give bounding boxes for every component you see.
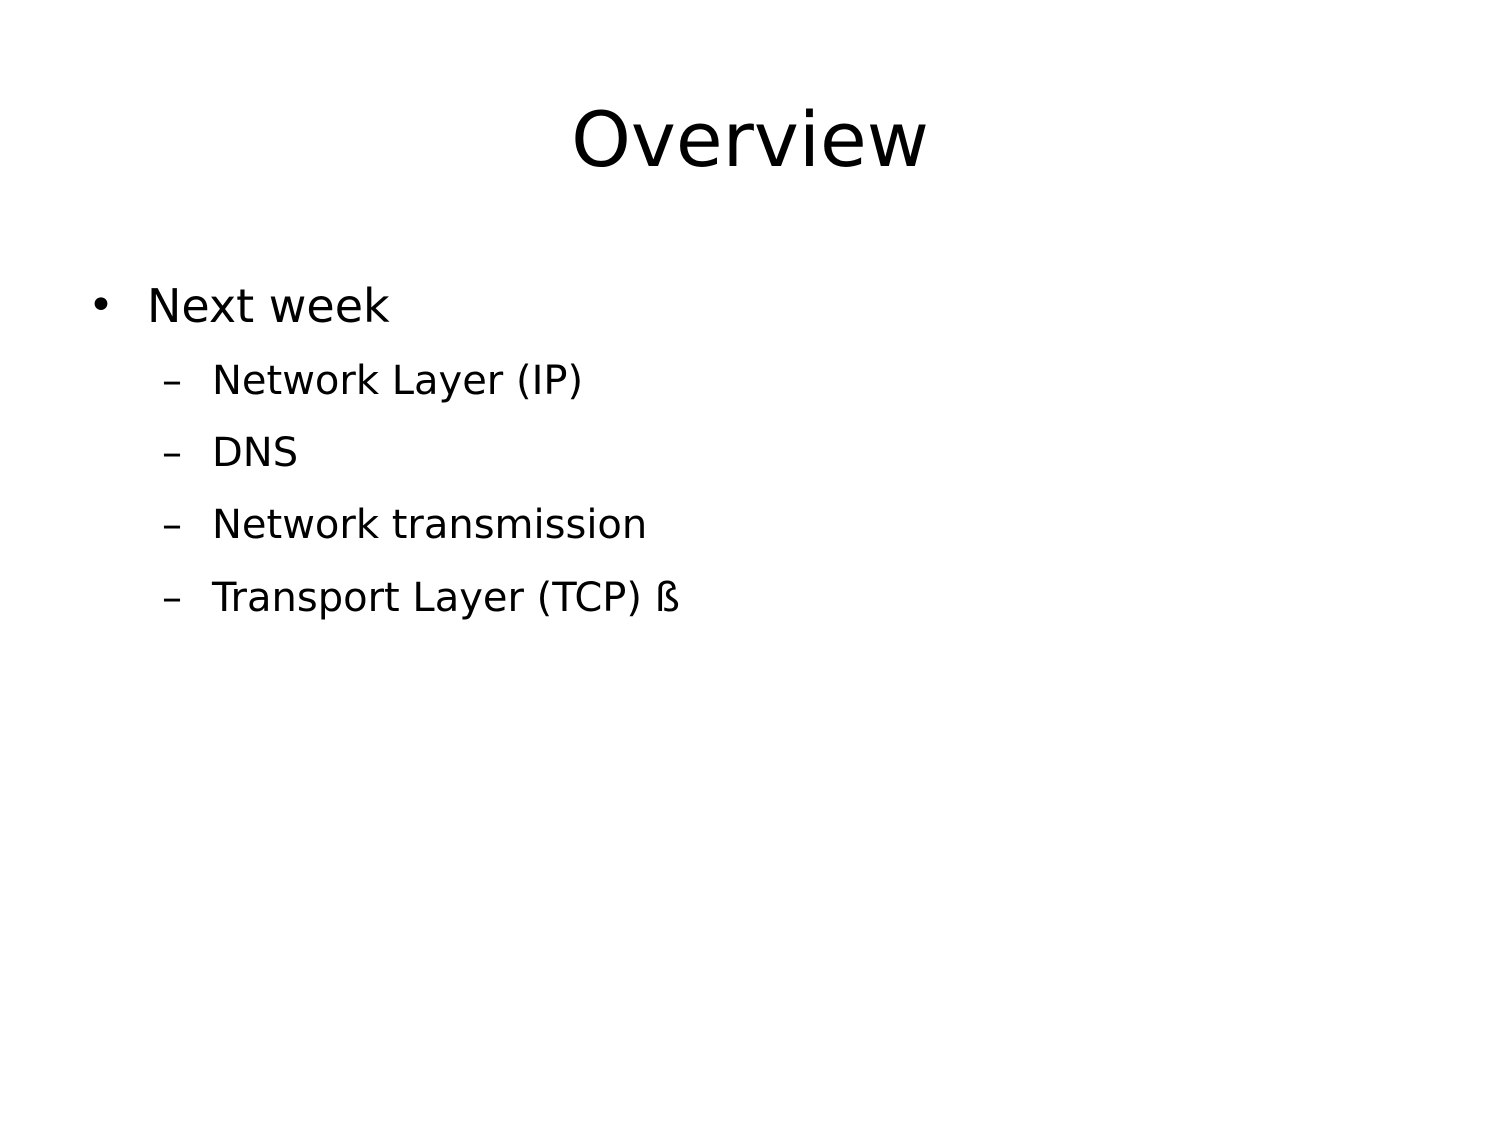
bullet-item-next-week: • Next week [0, 272, 1500, 342]
sub-bullet-marker: – [162, 358, 182, 404]
sub-bullet-item: – DNS [0, 424, 1500, 484]
sub-bullet-text: DNS [212, 430, 299, 476]
sub-bullet-marker: – [162, 502, 182, 548]
sub-bullet-text: Transport Layer (TCP) ß [212, 575, 680, 621]
bullet-marker: • [88, 280, 114, 331]
bullet-text: Next week [147, 279, 390, 333]
sub-bullet-item: – Transport Layer (TCP) ß [0, 569, 1500, 629]
sub-bullet-item: – Network Layer (IP) [0, 352, 1500, 412]
sub-bullet-text: Network Layer (IP) [212, 358, 584, 404]
sub-bullet-marker: – [162, 575, 182, 621]
sub-bullet-marker: – [162, 430, 182, 476]
sub-bullet-item: – Network transmission [0, 496, 1500, 556]
slide-title: Overview [571, 95, 929, 184]
sub-bullet-text: Network transmission [212, 502, 648, 548]
